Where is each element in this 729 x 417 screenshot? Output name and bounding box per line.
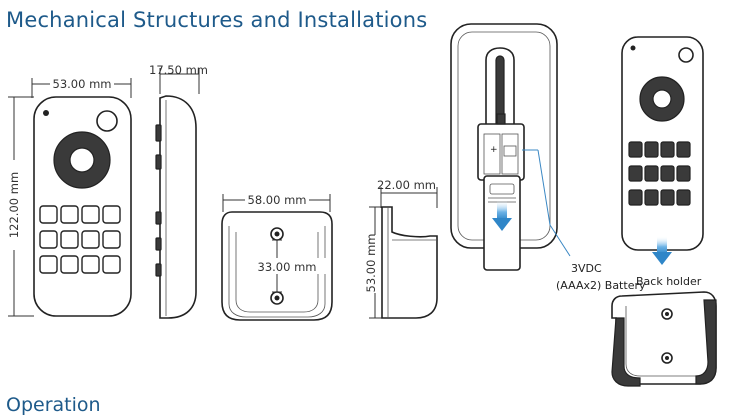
power-button [96,110,118,132]
remote-installed-view: Back holder [611,36,717,387]
section-title-operation: Operation [6,394,101,416]
down-arrow-icon [652,236,672,265]
remote-width-label: 53.00 mm [53,77,112,91]
battery-spec-line1: 3VDC [571,262,602,275]
down-arrow-icon [492,200,512,231]
holder-side-view: 22.00 mm 53.00 mm [362,178,438,319]
back-holder-illustration [611,291,717,387]
holder-hole-spacing-label: 33.00 mm [258,260,317,274]
holder-height-label: 53.00 mm [364,234,378,293]
battery-icon: + [490,145,498,155]
remote-front-view: 53.00 mm 122.00 mm [4,75,132,317]
holder-width-label: 58.00 mm [248,193,307,207]
battery-spec-line2: (AAAx2) Battery [556,279,646,292]
remote-side-view: 17.50 mm [149,63,208,319]
back-holder-label: Back holder [636,275,702,288]
section-title-mechanical: Mechanical Structures and Installations [6,8,428,32]
led-indicator [43,110,49,116]
remote-key-grid [39,205,121,274]
holder-front-view: 58.00 mm 33.00 mm [221,191,333,321]
remote-back-view: + 3VDC (AAAx2) Battery [450,23,646,292]
remote-height-label: 122.00 mm [7,172,21,238]
remote-depth-label: 17.50 mm [149,63,208,77]
installed-key-grid [628,141,691,206]
holder-depth-label: 22.00 mm [377,178,436,192]
